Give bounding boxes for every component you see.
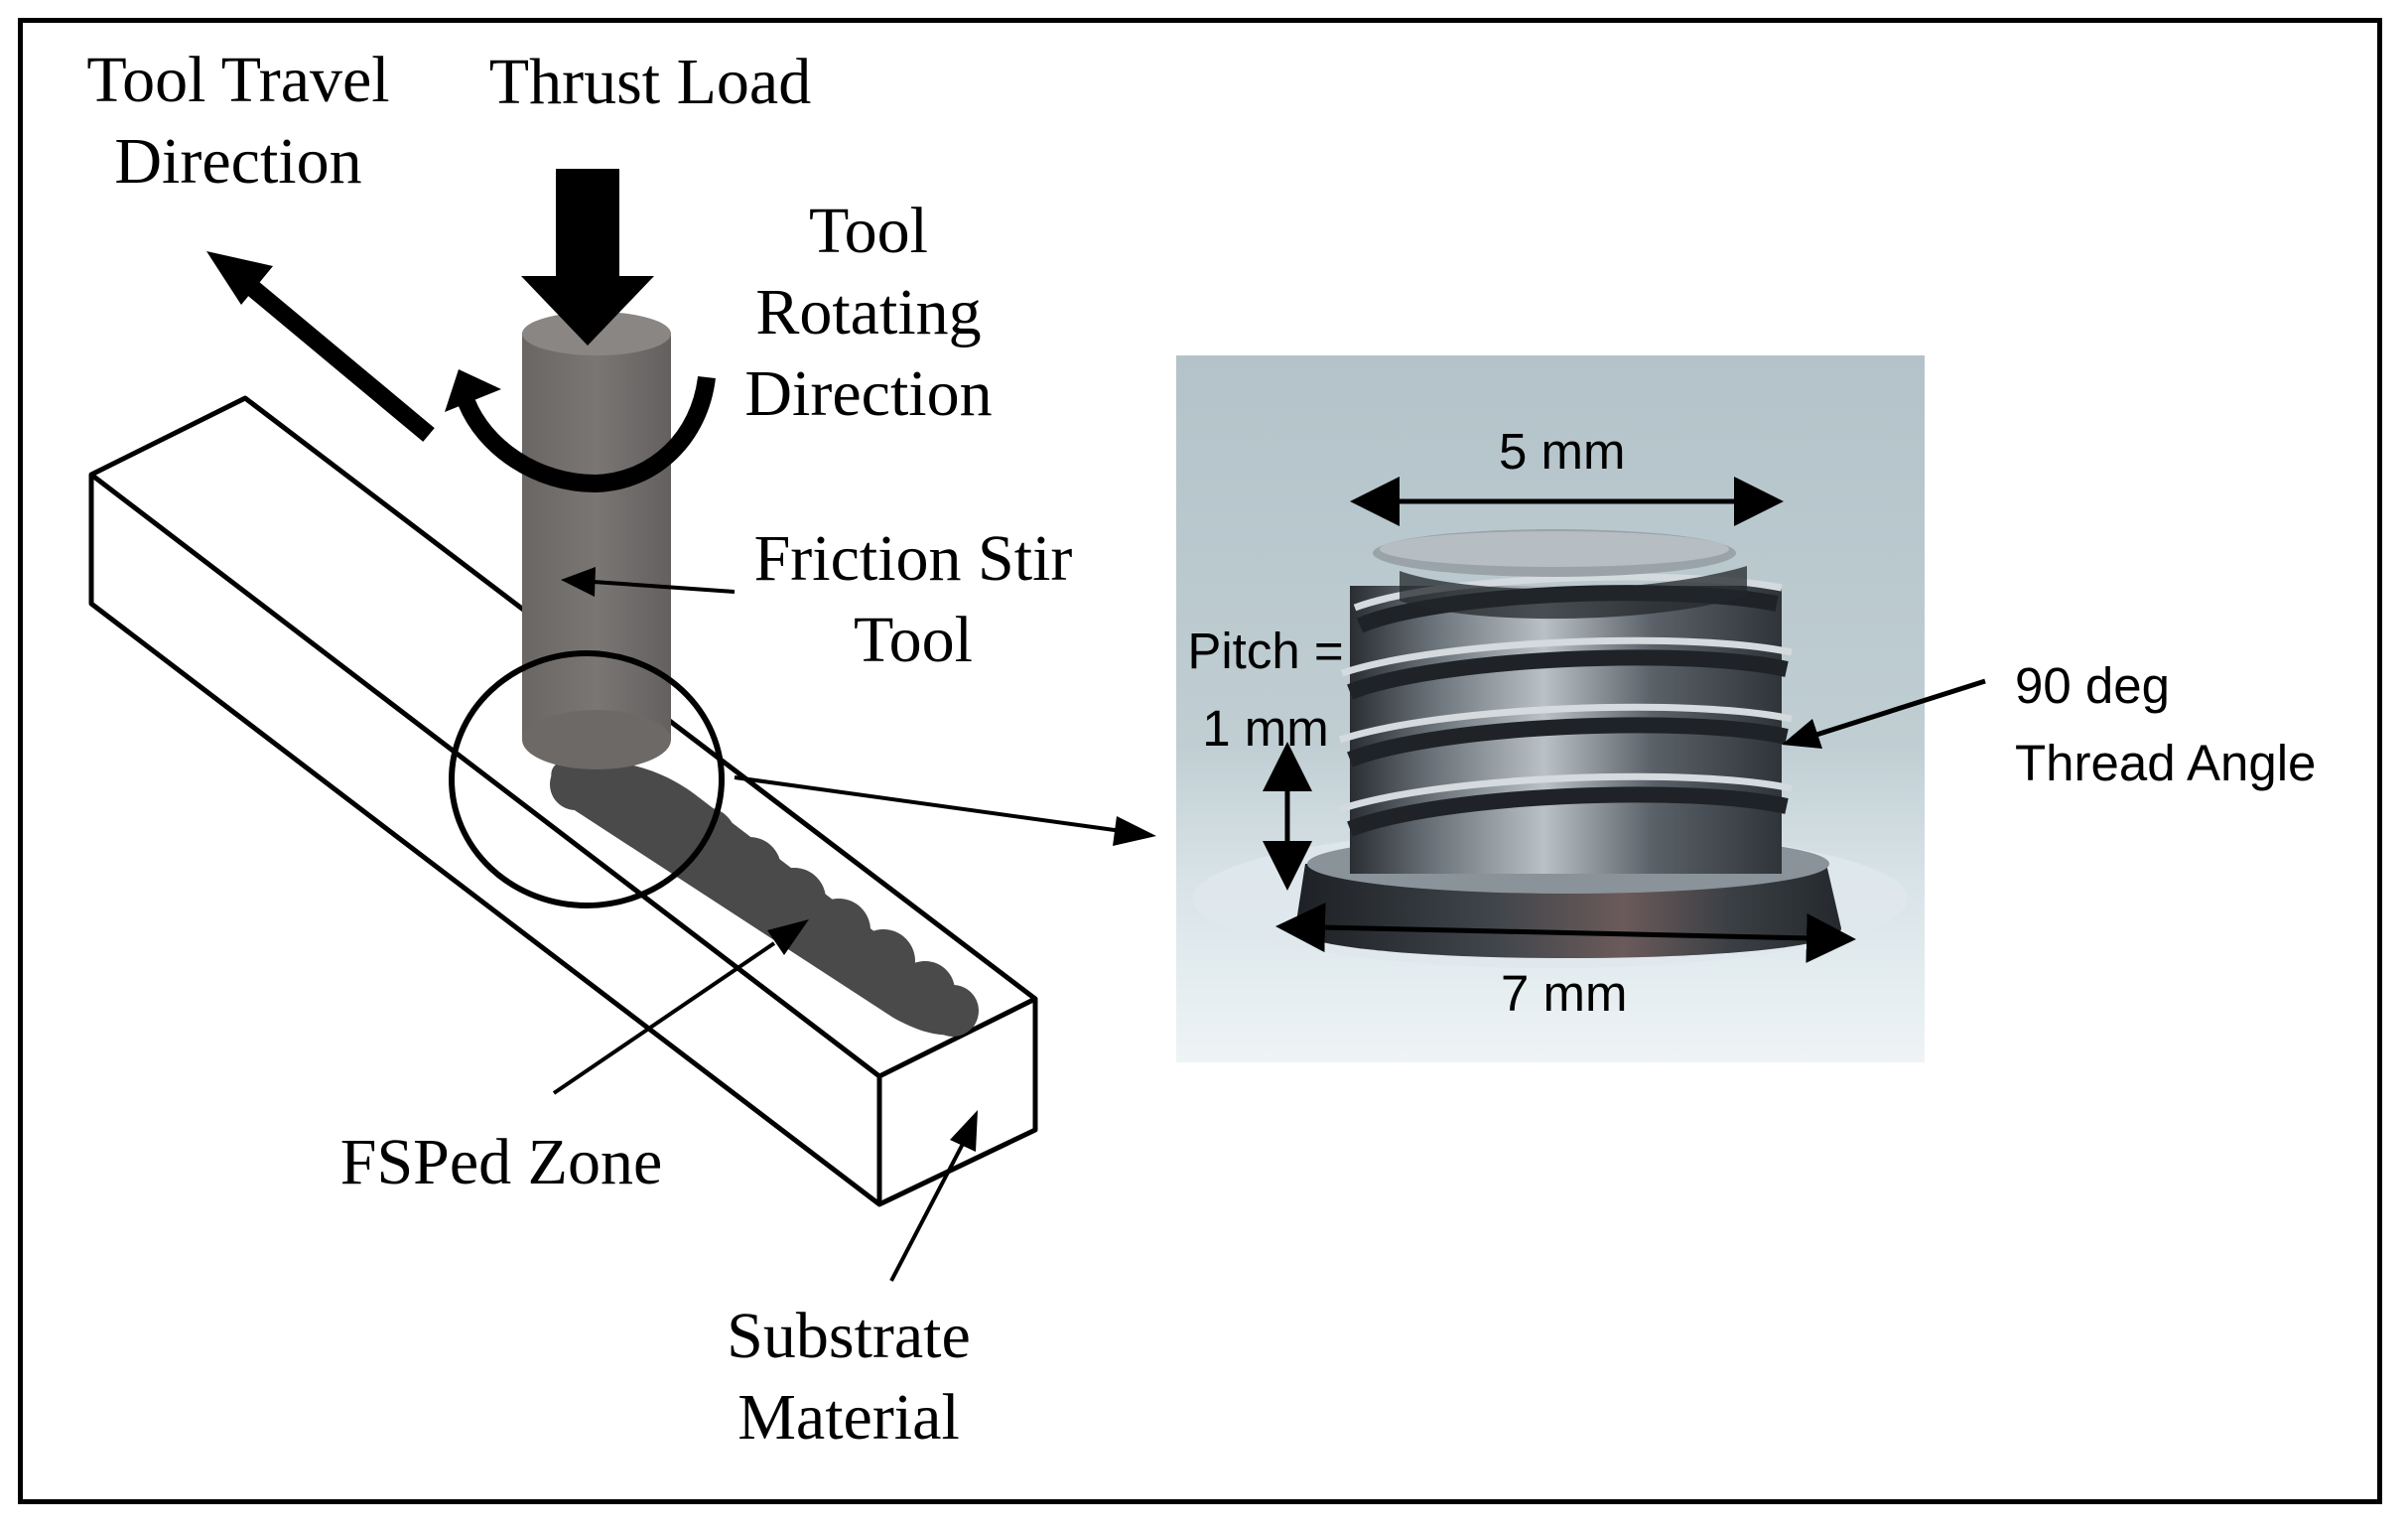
substrate-leader-arrow-icon: [889, 1110, 978, 1282]
label-line: Tool: [853, 604, 974, 676]
rotation-arrow-icon: [445, 369, 716, 493]
travel-direction-arrow-icon: [206, 251, 435, 442]
fsped-leader-arrow-icon: [552, 919, 809, 1095]
base-diameter-dimension-icon: [1275, 903, 1856, 963]
friction-stir-tool-label: Friction Stir Tool: [735, 518, 1092, 681]
thread-angle-label: 90 deg Thread Angle: [2015, 647, 2316, 802]
label-line: Tool: [808, 195, 929, 267]
label-line: Friction Stir: [753, 522, 1073, 595]
label-line: 90 deg: [2015, 657, 2170, 714]
tool-rotating-direction-label: Tool Rotating Direction: [715, 191, 1022, 435]
thrust-load-label: Thrust Load: [488, 46, 812, 118]
fsped-zone-track: [550, 759, 979, 1037]
thrust-load-arrow-icon: [521, 169, 654, 346]
fsped-zone-label: FSPed Zone: [339, 1126, 663, 1198]
label-line: Material: [737, 1381, 960, 1454]
tool-travel-direction-label: Tool Travel Direction: [60, 40, 417, 203]
magnify-circle: [449, 650, 725, 908]
thread-angle-arrow-icon: [1782, 678, 1986, 749]
label-line: 1 mm: [1202, 700, 1329, 757]
label-line: Tool Travel: [86, 44, 390, 116]
label-line: Pitch =: [1187, 623, 1344, 679]
label-line: Rotating: [755, 276, 982, 348]
tool-leader-arrow-icon: [561, 567, 736, 597]
figure-border: [18, 18, 2382, 1504]
top-diameter-label: 5 mm: [1499, 423, 1626, 480]
zoom-leader-arrow-icon: [734, 775, 1156, 846]
substrate-material-label: Substrate Material: [695, 1296, 1003, 1459]
pitch-label: Pitch = 1 mm: [1176, 613, 1355, 767]
label-line: Substrate: [727, 1300, 971, 1372]
label-line: Direction: [744, 357, 993, 430]
base-diameter-label: 7 mm: [1501, 965, 1628, 1022]
friction-stir-tool: [522, 312, 671, 769]
label-line: Direction: [114, 125, 362, 198]
label-line: Thread Angle: [2015, 735, 2317, 791]
